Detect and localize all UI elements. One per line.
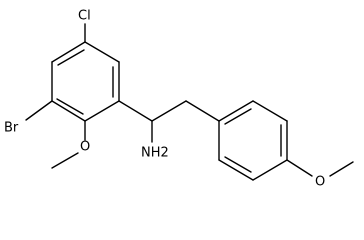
chain-bond (118, 100, 153, 122)
ring-bond (84, 41, 120, 63)
ring-bond (84, 100, 120, 122)
methoxy-right-bond (286, 159, 313, 177)
chain-bond (151, 100, 187, 122)
chloro-label: Cl (78, 9, 91, 24)
ring-bond (51, 41, 86, 63)
methoxy-right-oxygen-label: O (315, 175, 325, 190)
ring-double-bond (57, 49, 85, 66)
bromo-bond (25, 100, 53, 121)
right-benzene-ring (218, 100, 288, 181)
methoxy-left-oxygen-label: O (80, 140, 90, 155)
methoxy-right-methyl-bond (329, 161, 354, 177)
bromo-label: Br (4, 121, 19, 136)
left-benzene-ring (51, 41, 120, 122)
ring-bond (51, 100, 86, 122)
ring-double-bond (224, 156, 252, 173)
ring-bond (252, 100, 288, 122)
methoxy-left-methyl-bond (51, 152, 79, 169)
ring-bond (252, 159, 288, 181)
ring-bond (218, 159, 254, 181)
molecule-structure: Cl Br O NH2 O (4, 9, 354, 190)
amine-label: NH2 (141, 146, 169, 161)
chain-bond (185, 100, 220, 122)
ring-double-bond (224, 108, 252, 125)
molecule-canvas: Cl Br O NH2 O (4, 9, 354, 190)
ring-bond (218, 100, 254, 122)
ring-double-bond (56, 98, 84, 115)
